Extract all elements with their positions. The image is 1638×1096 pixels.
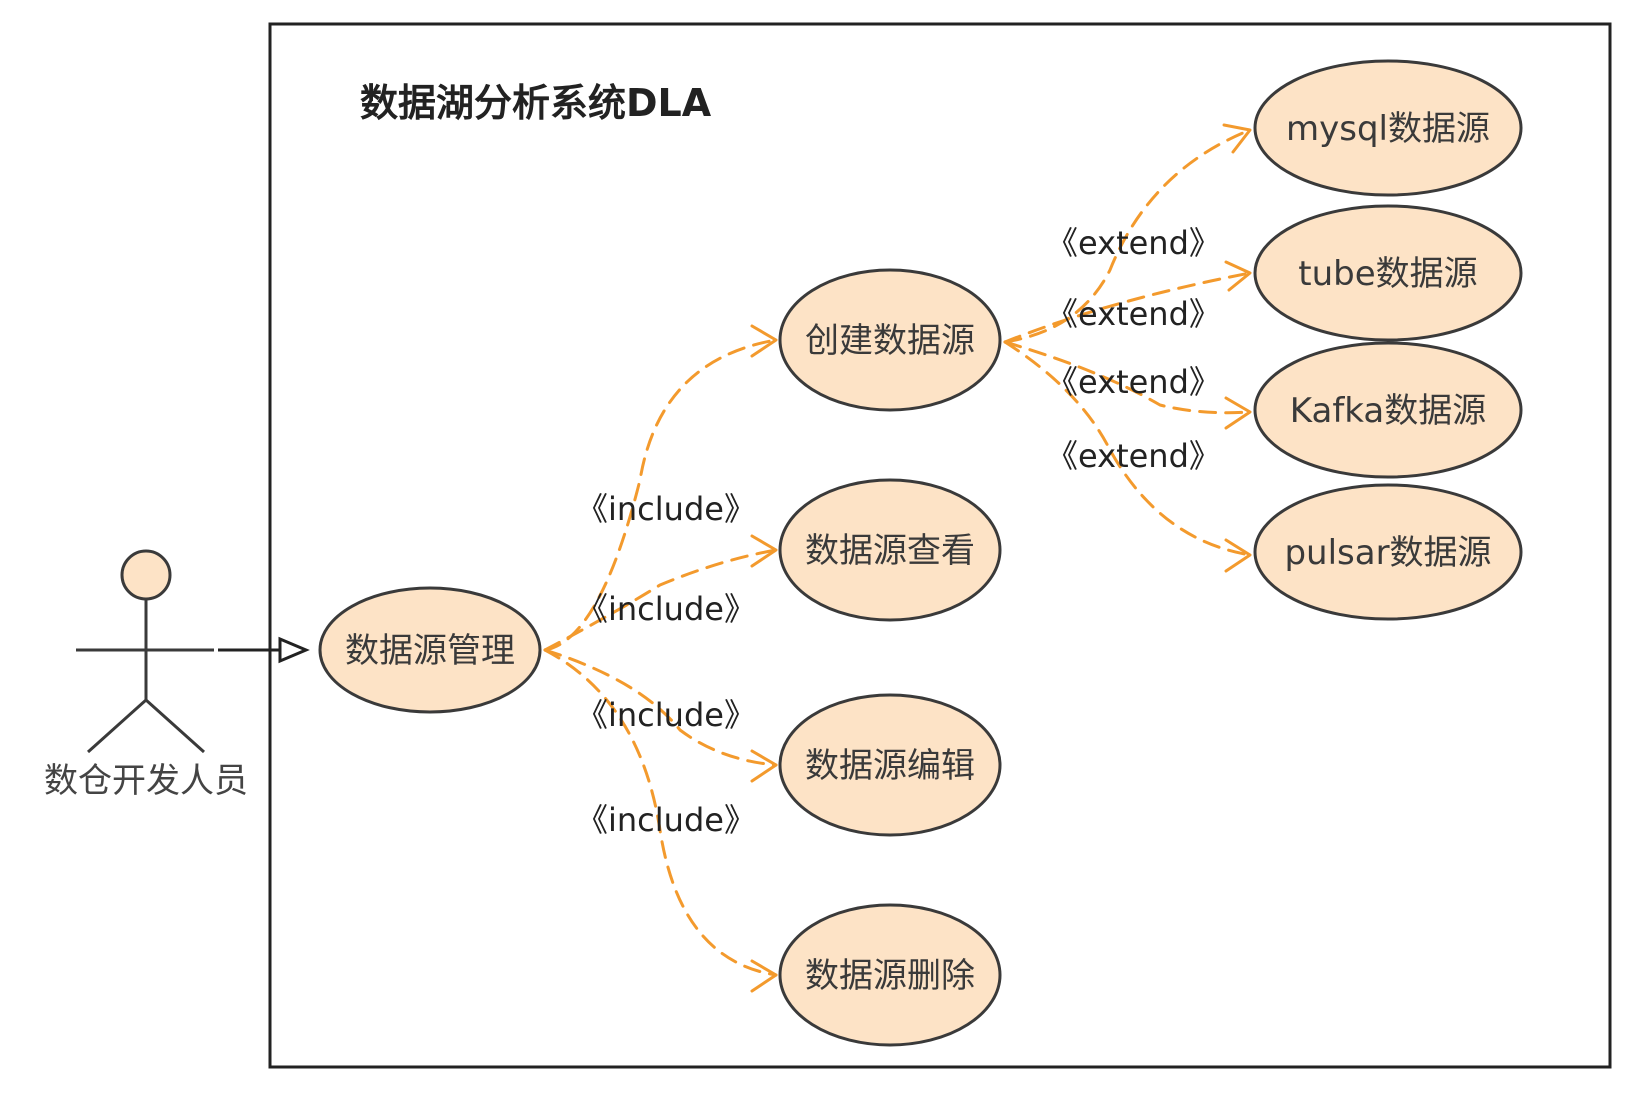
usecase-view-label: 数据源查看 [805, 531, 975, 571]
actor-right-leg [144, 698, 206, 754]
usecase-delete: 数据源删除 [778, 903, 1002, 1047]
usecase-manage-label: 数据源管理 [345, 631, 515, 671]
association-arrowhead [278, 636, 310, 664]
usecase-create: 创建数据源 [778, 268, 1002, 412]
include-label-3: 《include》 [576, 696, 756, 734]
include-arrow-view [750, 534, 778, 568]
include-label-4: 《include》 [576, 801, 756, 839]
extend-arrow-pulsar [1224, 538, 1252, 573]
extend-line-tube [1003, 271, 1252, 344]
include-line-view [543, 548, 778, 652]
usecase-edit: 数据源编辑 [778, 693, 1002, 837]
extend-arrow-kafka [1224, 396, 1252, 430]
usecase-tube: tube数据源 [1253, 204, 1523, 342]
include-relations [543, 324, 778, 993]
system-boundary [268, 22, 1612, 1069]
usecase-kafka-label: Kafka数据源 [1290, 391, 1486, 431]
usecase-mysql-label: mysql数据源 [1286, 109, 1490, 149]
system-title: 数据湖分析系统DLA [360, 81, 712, 125]
extend-arrow-mysql [1222, 123, 1252, 154]
include-arrow-delete [750, 959, 778, 993]
usecase-tube-label: tube数据源 [1298, 254, 1477, 294]
include-line-edit [543, 648, 778, 767]
extend-label-2: 《extend》 [1046, 295, 1221, 333]
extend-line-mysql [1003, 128, 1252, 344]
include-line-delete [543, 648, 778, 977]
usecase-edit-label: 数据源编辑 [805, 746, 975, 786]
include-label-2: 《include》 [576, 590, 756, 628]
extend-label-3: 《extend》 [1046, 363, 1221, 401]
extend-arrow-tube [1224, 260, 1252, 292]
usecase-pulsar-label: pulsar数据源 [1284, 533, 1491, 573]
usecase-kafka: Kafka数据源 [1253, 341, 1523, 479]
extend-relations [1003, 123, 1252, 573]
include-arrow-edit [750, 749, 778, 783]
actor-left-leg [86, 698, 148, 754]
usecase-manage: 数据源管理 [318, 586, 542, 714]
actor-label: 数仓开发人员 [44, 761, 248, 801]
usecase-mysql: mysql数据源 [1253, 59, 1523, 197]
extend-label-1: 《extend》 [1046, 224, 1221, 262]
usecase-delete-label: 数据源删除 [805, 956, 975, 996]
usecase-view: 数据源查看 [778, 478, 1002, 622]
include-label-1: 《include》 [576, 490, 756, 528]
extend-line-pulsar [1003, 340, 1252, 557]
actor-head [120, 549, 172, 601]
actor: 数仓开发人员 [44, 549, 248, 801]
include-arrow-create [750, 324, 778, 358]
include-line-create [543, 338, 778, 652]
extend-line-kafka [1003, 340, 1252, 415]
usecase-pulsar: pulsar数据源 [1253, 483, 1523, 621]
extend-label-4: 《extend》 [1046, 437, 1221, 475]
usecase-create-label: 创建数据源 [805, 321, 975, 361]
